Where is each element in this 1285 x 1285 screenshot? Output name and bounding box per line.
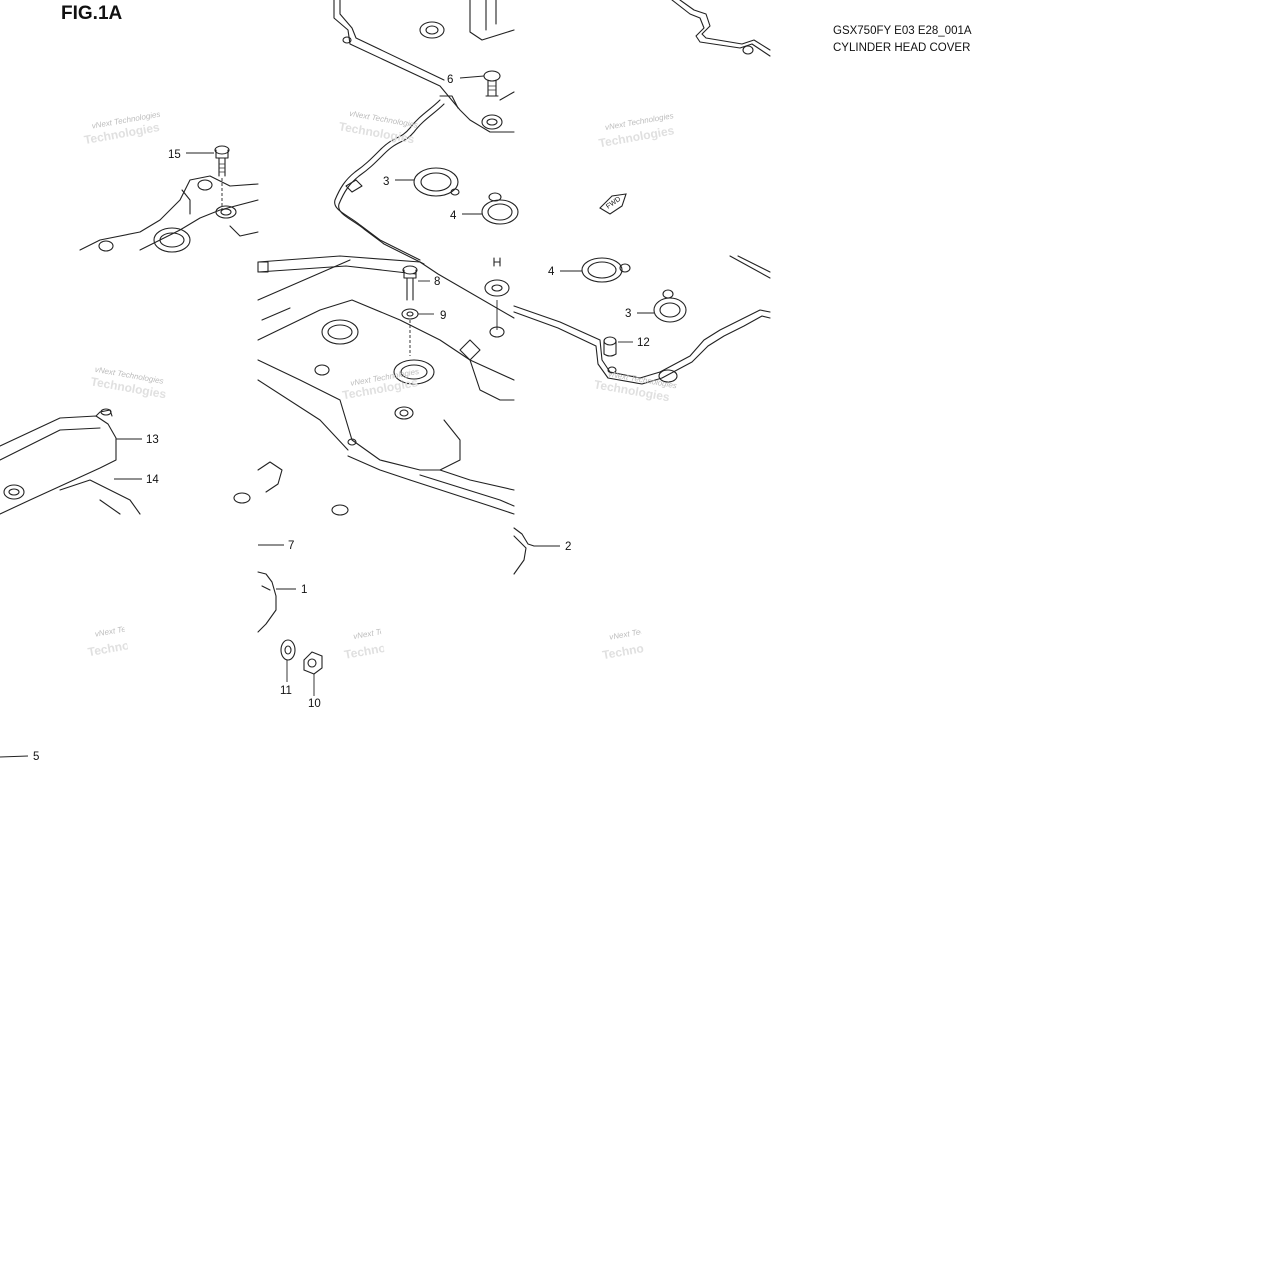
- callout-9: 9: [440, 310, 446, 322]
- part-6-bolt: 6: [447, 70, 501, 97]
- gasket-outline-top-right: [671, 0, 771, 57]
- callout-4b: 4: [548, 266, 555, 278]
- callout-10: 10: [308, 698, 321, 710]
- part-15-bolt: 15: [168, 145, 230, 210]
- part-4-seal-upper: 4: [450, 192, 519, 225]
- part-3-seal-upper: 3: [383, 167, 460, 197]
- part-2-gasket: 2: [513, 527, 571, 575]
- part-3-seal-lower: 3: [625, 289, 687, 323]
- watermarks: Technologies vNext Technologies Technolo…: [83, 109, 679, 662]
- callout-7: 7: [288, 540, 294, 552]
- diagram-title: CYLINDER HEAD COVER: [833, 42, 971, 54]
- cylinder-head-left: [79, 175, 259, 253]
- head-cover-upper-section: [333, 0, 515, 133]
- callout-1: 1: [301, 584, 307, 596]
- callout-4a: 4: [450, 210, 457, 222]
- part-11-washer: 11: [280, 639, 296, 697]
- callout-12: 12: [637, 337, 650, 349]
- breather-cover-left: 13 14: [0, 408, 159, 515]
- fwd-arrow: FWD: [599, 193, 627, 215]
- gasket-outline-upper: [334, 99, 445, 265]
- model-code: GSX750FY E03 E28_001A: [833, 25, 972, 37]
- part-1-cover: 1: [257, 571, 307, 633]
- callout-2: 2: [565, 541, 571, 553]
- grommet-middle: [484, 257, 510, 338]
- callout-5: 5: [33, 751, 39, 763]
- callout-13: 13: [146, 434, 159, 446]
- callout-3a: 3: [383, 176, 389, 188]
- part-5-leader: 5: [0, 751, 39, 763]
- part-8-bolt: 8: [402, 265, 440, 301]
- callout-14: 14: [146, 474, 159, 486]
- callout-11: 11: [280, 685, 292, 697]
- part-9-washer: 9: [401, 308, 446, 356]
- part-7-leader: 7: [258, 540, 294, 552]
- head-cover-body: [233, 255, 515, 516]
- callout-8: 8: [434, 276, 440, 288]
- callout-15: 15: [168, 149, 181, 161]
- watermark-9: vNext Technologies: [609, 621, 679, 642]
- gasket-outline-right: [513, 255, 771, 385]
- figure-label: FIG.1A: [61, 3, 123, 24]
- watermark-7: vNext Technologies: [94, 618, 164, 639]
- callout-6: 6: [447, 74, 453, 86]
- watermark-8: vNext Technologies: [353, 620, 423, 641]
- part-4-seal-lower: 4: [548, 257, 631, 283]
- part-12-dowel: 12: [603, 336, 650, 357]
- callout-3b: 3: [625, 308, 631, 320]
- part-10-drain-bolt: 10: [303, 651, 323, 710]
